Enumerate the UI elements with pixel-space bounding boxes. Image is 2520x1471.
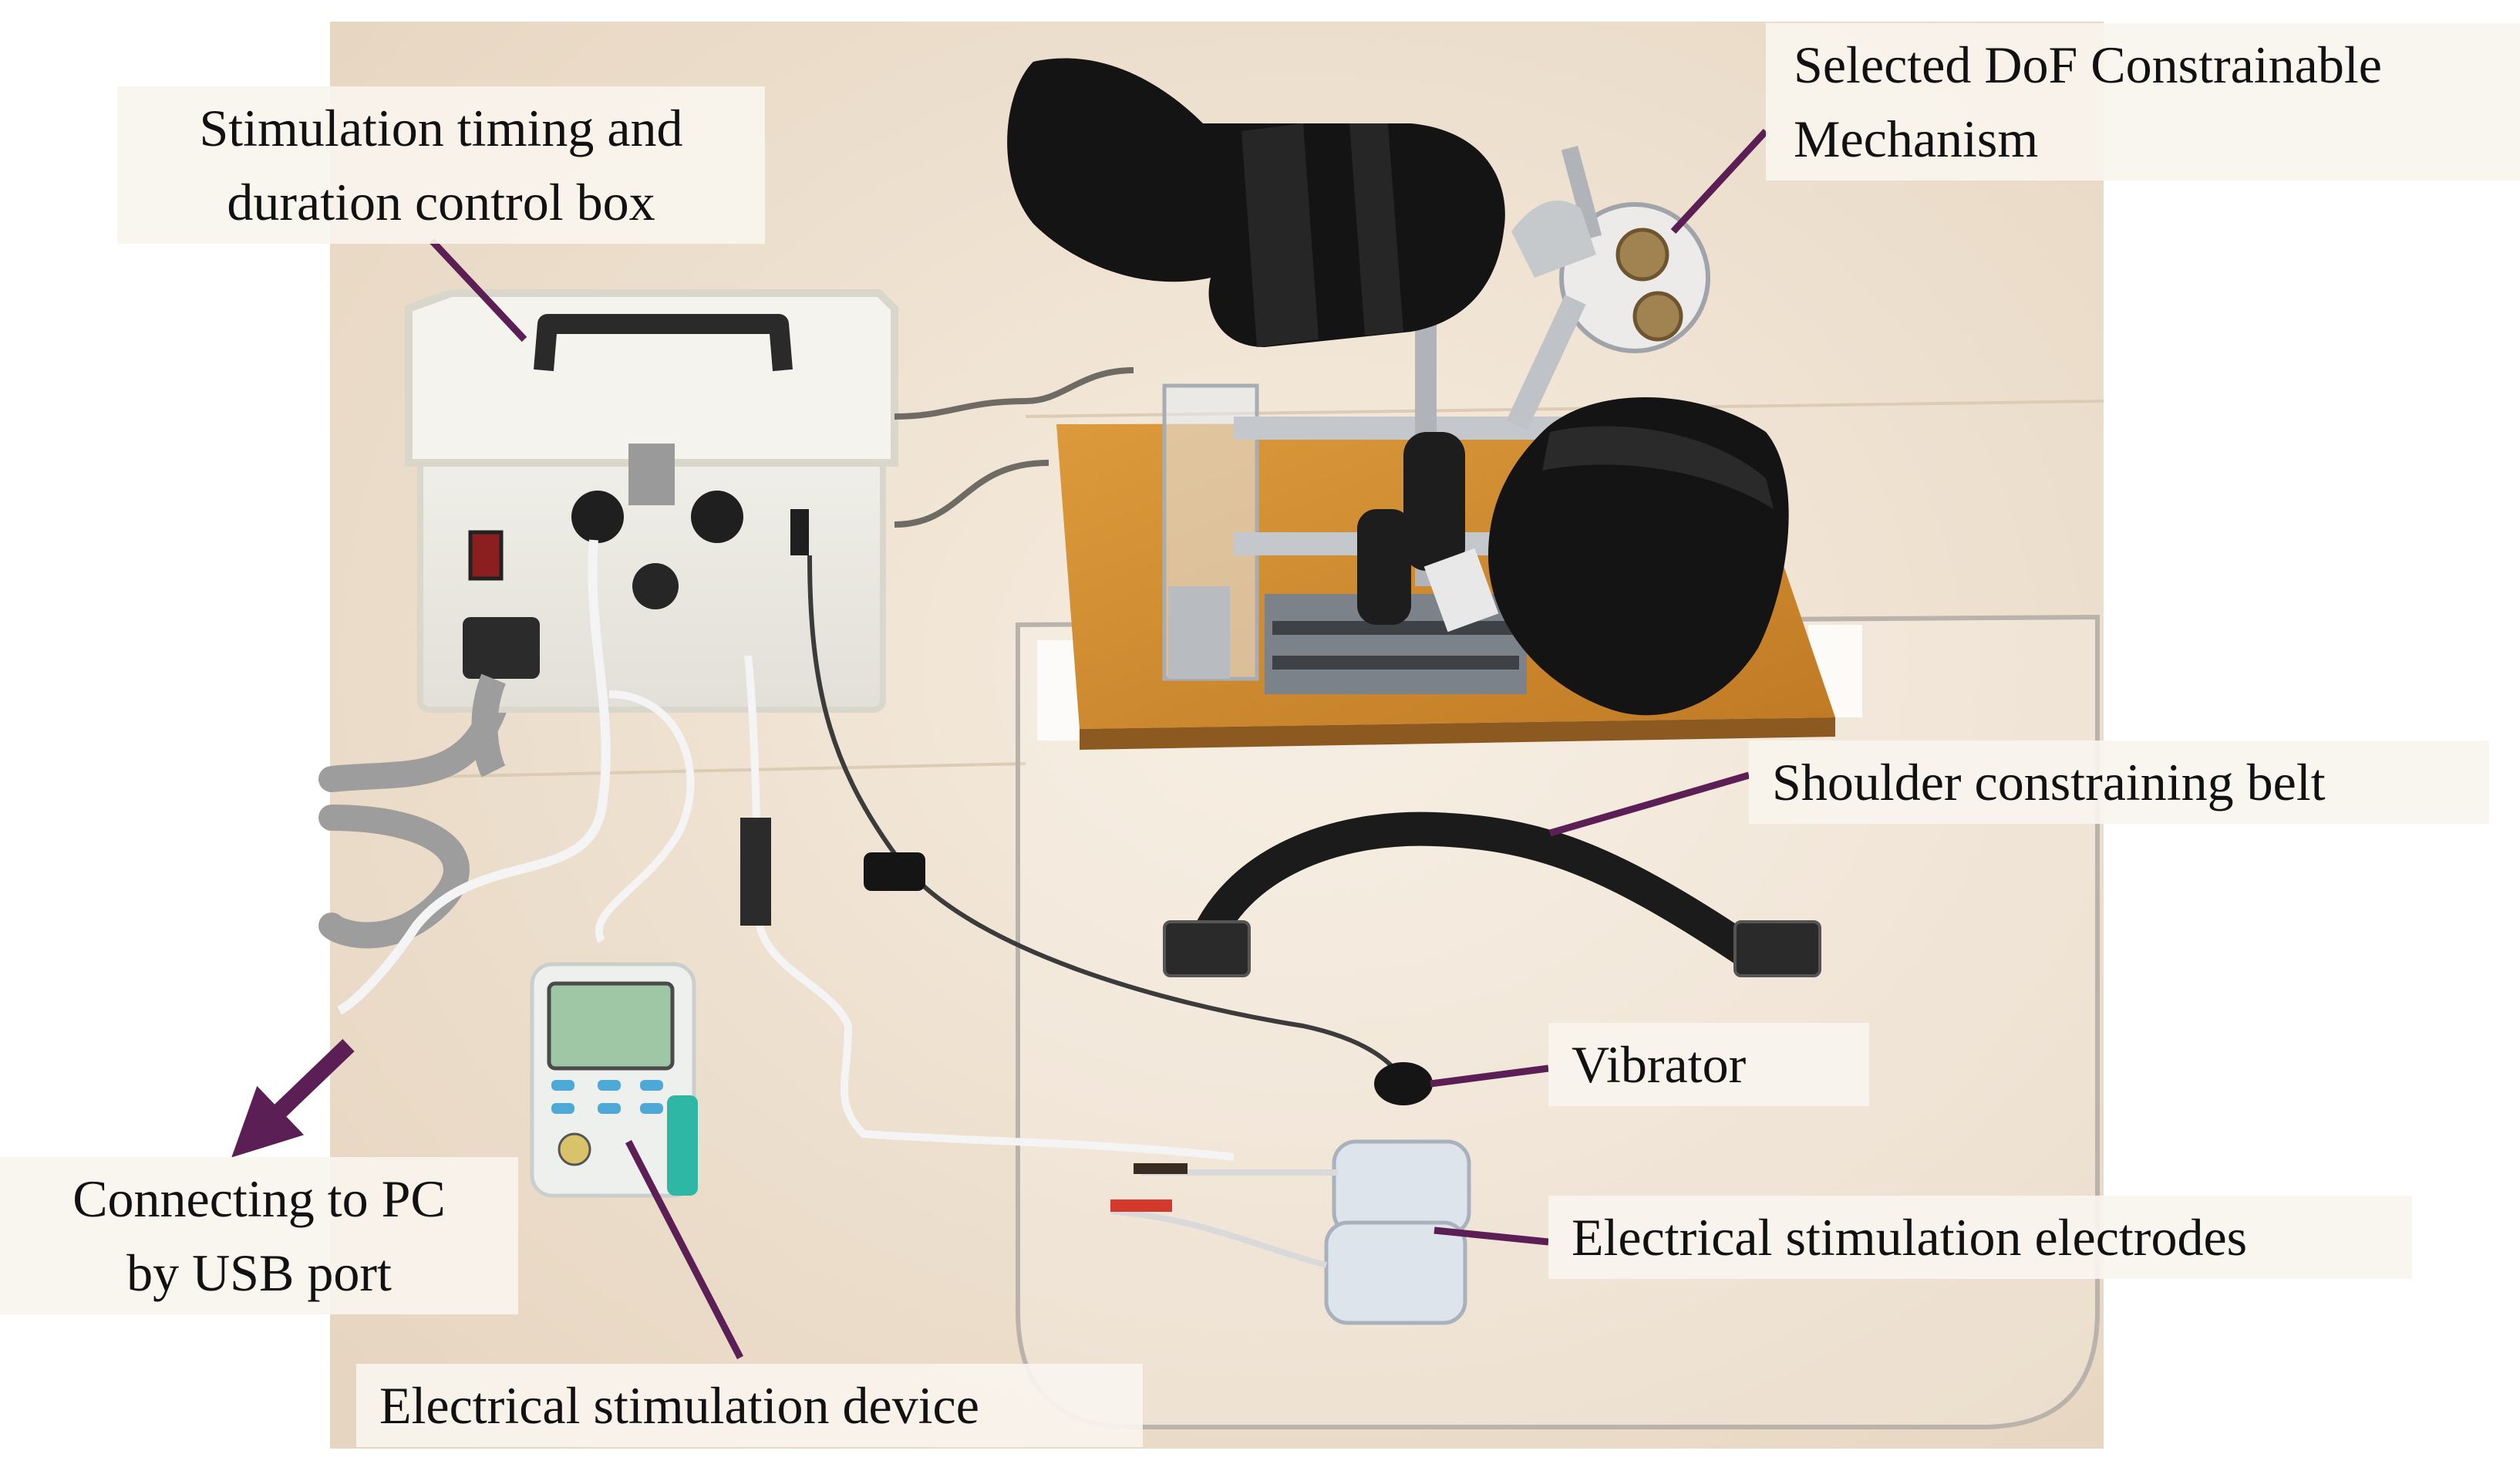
label-shoulder-belt: Shoulder constraining belt [1749,741,2489,824]
label-control-box: Stimulation timing and duration control … [117,86,765,244]
white-bracket [1423,548,1499,633]
aluminum-block [1168,586,1230,679]
gray-power-cable [471,673,506,778]
pointer-arrow-icon [625,1139,743,1360]
label-electrodes: Electrical stimulation electrodes [1548,1196,2412,1279]
stim-device-button [640,1103,663,1114]
electrode-pad [1324,1220,1467,1325]
electrode-connector-black [1134,1163,1188,1174]
shoulder-belt [1186,811,1760,966]
stim-device-button [598,1080,621,1091]
output-jack [790,509,809,555]
metal-rail-slot [1272,656,1519,670]
stim-device-button [598,1103,621,1114]
foam-block [1403,432,1465,571]
cable-grommet [691,491,743,543]
control-box-latch [628,444,675,505]
usb-cable [595,690,695,943]
vibrator-cable [807,555,1406,1081]
stim-device-button [551,1103,574,1114]
box-cable [894,367,1134,420]
stim-device-side [667,1095,698,1196]
dof-gear [1632,291,1683,342]
electrode-pad [1332,1139,1471,1237]
usb-arrow-icon [231,1039,355,1158]
vibrator-body [1374,1062,1433,1105]
box-cable [894,460,1049,528]
vibrator-clip [864,852,925,891]
stim-device-button [640,1080,663,1091]
stim-device-screen [547,981,675,1071]
stim-device-button [551,1080,574,1091]
belt-buckle [1733,920,1821,977]
power-socket [463,617,540,679]
control-knob [632,563,679,609]
pointer-arrow-icon [1434,1226,1549,1246]
pointer-arrow-icon [1430,1064,1549,1088]
belt-buckle [1163,920,1251,977]
dof-strut [1506,295,1586,430]
label-pc-connection: Connecting to PC by USB port [0,1157,518,1314]
forearm-cuff-strap [1542,426,1774,509]
photo-border-top [0,0,2520,22]
stim-connector [740,818,771,926]
dof-gear [1615,228,1669,282]
dof-arm [1511,201,1596,278]
power-switch [468,530,504,581]
pointer-arrow-icon [1548,771,1750,837]
cuff-strap [1349,123,1403,336]
electrode-connector-red [1110,1199,1172,1212]
dof-post [1561,145,1602,240]
cuff-strap [1241,123,1319,347]
label-dof-mechanism: Selected DoF Constrainable Mechanism [1766,23,2520,181]
label-stim-device: Electrical stimulation device [356,1364,1143,1447]
board-edge [1080,717,1835,750]
usb-cable [337,539,611,1015]
pointer-arrow-icon [1670,128,1769,234]
stim-device-power-button [558,1132,591,1166]
foam-block [1357,509,1411,625]
stim-cable [744,655,1235,1161]
cable-grommet [571,491,624,543]
control-box-handle [534,314,793,372]
label-vibrator: Vibrator [1548,1023,1869,1106]
pointer-arrow-icon [429,238,527,342]
